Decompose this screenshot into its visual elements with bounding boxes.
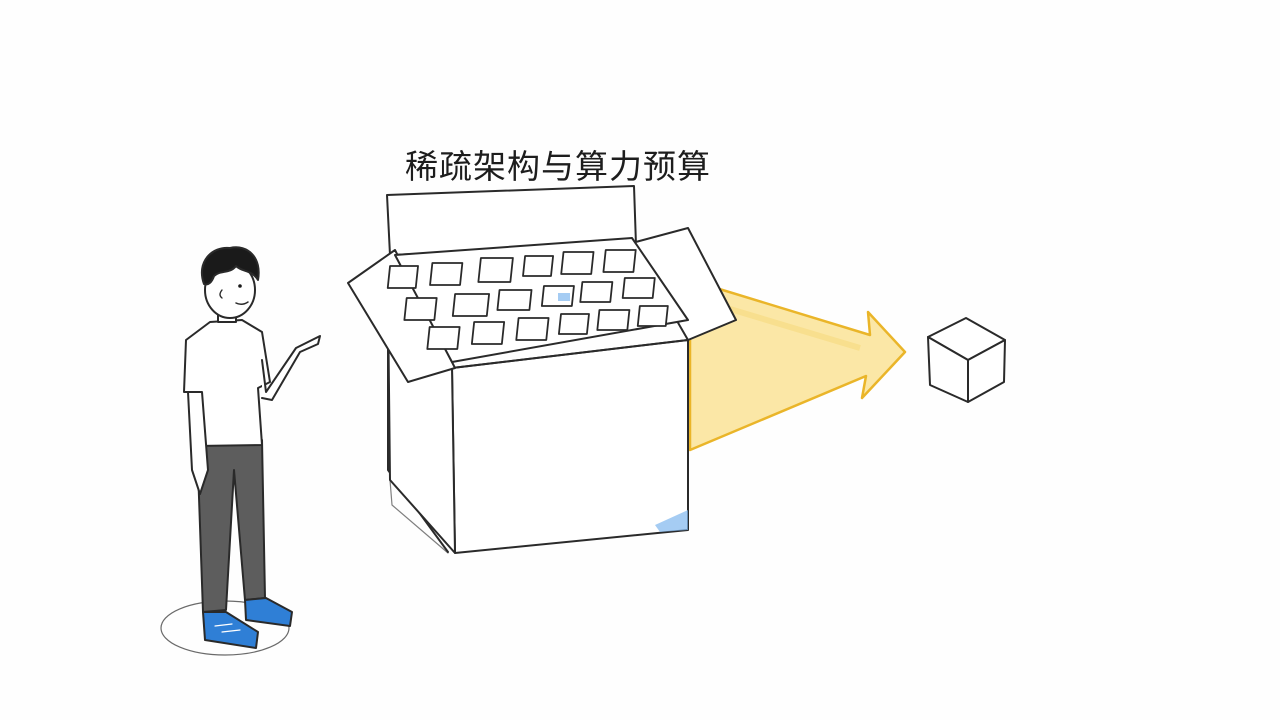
grid-cells — [386, 249, 669, 350]
person-pointing-icon — [160, 246, 321, 656]
cube-icon — [927, 317, 1006, 403]
caption-title: 稀疏架构与算力预算 — [405, 147, 711, 186]
open-box-icon — [347, 185, 737, 554]
